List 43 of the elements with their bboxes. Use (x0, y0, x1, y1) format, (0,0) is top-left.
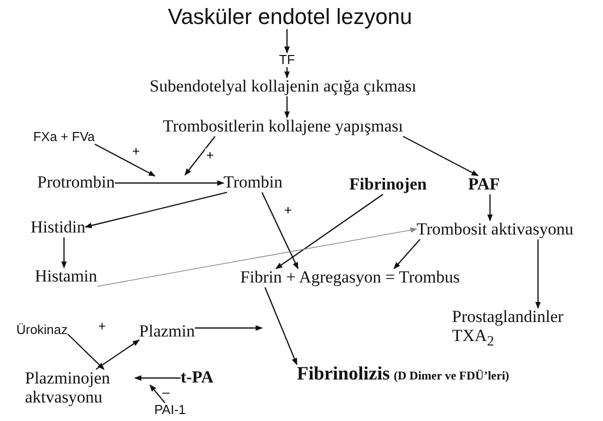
node-label: Vasküler endotel lezyonu (168, 4, 412, 30)
arrow (114, 180, 224, 186)
arrow (194, 325, 263, 331)
arrow (84, 192, 228, 228)
arrow (150, 384, 166, 404)
arrow (394, 238, 420, 270)
arrow (67, 334, 104, 370)
arrow (134, 375, 181, 381)
node-label: Fibrinolizis (296, 364, 390, 385)
node-label: Trombositlerin kollajene yapışması (162, 118, 404, 136)
node-label: Plazmin (139, 322, 195, 342)
node-label: PAF (468, 176, 500, 194)
arrow (402, 136, 479, 176)
arrow (94, 144, 156, 177)
arrow (535, 239, 541, 309)
arrow (264, 287, 298, 366)
node-label: Ürokinaz (16, 322, 68, 338)
arrow (184, 136, 216, 176)
edge-label: + (205, 148, 215, 162)
node-label: Fibrin + Agregasyon = Trombus (240, 268, 460, 288)
node-label: Subendotelyal kollajenin açığa çıkması (150, 78, 416, 96)
node-label: FXa + FVa (33, 130, 95, 144)
node-label: Trombosit aktivasyonu (416, 220, 574, 240)
node-label: Fibrinojen (349, 176, 427, 194)
node-label: Trombin (224, 174, 282, 192)
node-label: Histamin (34, 268, 98, 286)
arrow (275, 194, 384, 270)
node-label: PAI-1 (154, 402, 186, 418)
arrow (284, 29, 290, 54)
arrow (284, 96, 290, 118)
arrow (96, 227, 418, 287)
arrow (284, 67, 290, 78)
node-label: (D Dimer ve FDÜ’leri) (394, 368, 510, 383)
node-label: Histidin (30, 218, 86, 238)
node-label: t-PA (180, 368, 214, 388)
arrow (61, 237, 67, 268)
arrow (96, 340, 140, 370)
node-label: Plazminojen aktvasyonu (25, 369, 135, 407)
node-label: Prostaglandinler TXA$_{2}$ (452, 308, 592, 350)
node-label: TF (279, 52, 295, 68)
arrow (261, 192, 299, 270)
arrow (487, 194, 493, 222)
node-label: Protrombin (37, 174, 115, 192)
